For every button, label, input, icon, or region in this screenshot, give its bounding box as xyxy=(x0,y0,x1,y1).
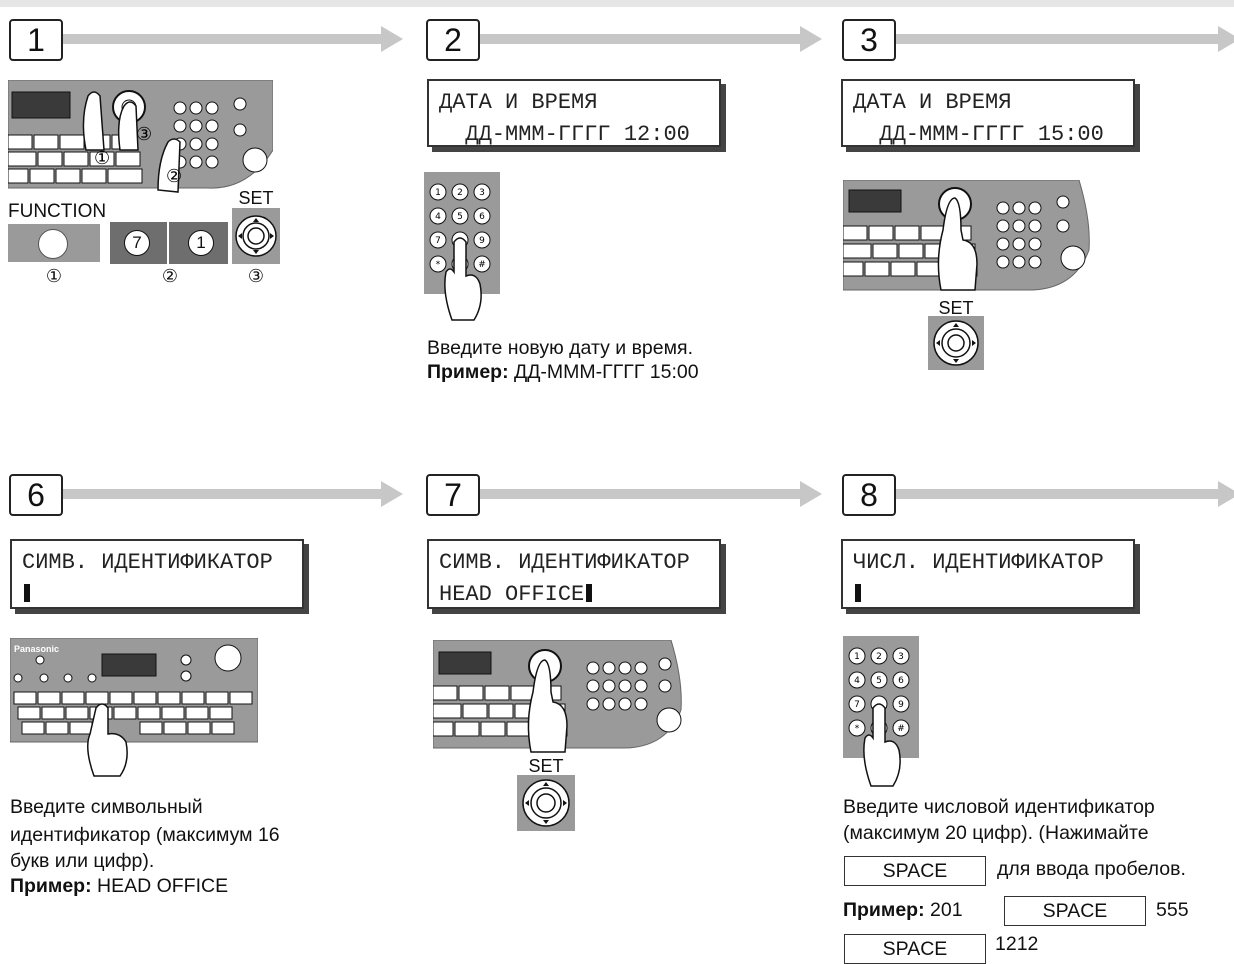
example-part3: 1212 xyxy=(995,933,1039,955)
svg-text:9: 9 xyxy=(898,700,904,710)
set-dial-icon xyxy=(232,208,280,264)
keypad-hand-illustration-step8: 1 2 3 4 5 6 7 9 * # xyxy=(843,636,919,787)
step-arrow-6 xyxy=(63,481,403,507)
svg-text:6: 6 xyxy=(898,676,904,686)
step2-example: Пример: ДД-МММ-ГГГГ 15:00 xyxy=(427,360,807,384)
lcd-cursor xyxy=(586,584,593,602)
key-7-icon: 7 xyxy=(124,230,150,256)
marker-2: ② xyxy=(161,266,179,287)
step-number-1: 1 xyxy=(9,19,63,61)
example-label: Пример: xyxy=(843,899,925,921)
step-number-8: 8 xyxy=(842,474,896,516)
lcd-display-step8: ЧИСЛ. ИДЕНТИФИКАТОР xyxy=(841,539,1135,609)
svg-text:#: # xyxy=(478,260,486,270)
panel-divider xyxy=(167,222,169,264)
set-label-step3: SET xyxy=(938,298,974,318)
marker-3: ③ xyxy=(247,266,265,287)
lcd-display-step3: ДАТА И ВРЕМЯ ДД-МММ-ГГГГ 15:00 xyxy=(841,79,1135,147)
svg-text:7: 7 xyxy=(435,236,441,246)
lcd-line1: СИМВ. ИДЕНТИФИКАТОР xyxy=(22,550,273,575)
svg-text:1: 1 xyxy=(854,652,860,662)
example-value: HEAD OFFICE xyxy=(91,875,229,897)
svg-text:5: 5 xyxy=(457,212,463,222)
lcd-display-step6: СИМВ. ИДЕНТИФИКАТОР xyxy=(10,539,304,609)
svg-text:2: 2 xyxy=(876,652,882,662)
lcd-line1: СИМВ. ИДЕНТИФИКАТОР xyxy=(439,550,690,575)
step8-example: Пример: 201 xyxy=(843,898,1003,922)
step-arrow-8 xyxy=(896,481,1234,507)
svg-text:Panasonic: Panasonic xyxy=(14,644,59,654)
set-label-step7: SET xyxy=(528,756,564,776)
svg-text:②: ② xyxy=(166,166,182,187)
lcd-display-step2: ДАТА И ВРЕМЯ ДД-МММ-ГГГГ 12:00 xyxy=(427,79,721,147)
space-key-icon: SPACE xyxy=(844,934,986,964)
step-arrow-7 xyxy=(480,481,822,507)
svg-text:*: * xyxy=(436,260,441,270)
svg-text:#: # xyxy=(897,724,905,734)
svg-text:7: 7 xyxy=(854,700,860,710)
keyboard-hand-illustration-step6: Panasonic xyxy=(10,638,258,777)
set-dial-icon xyxy=(517,775,575,831)
space-key-icon: SPACE xyxy=(1004,896,1146,926)
lcd-line2: Д-МММ-ГГГГ 12:00 xyxy=(478,122,690,147)
set-label-step1: SET xyxy=(238,188,274,208)
function-key-panel xyxy=(8,224,100,262)
function-label: FUNCTION xyxy=(8,201,107,222)
function-button-icon xyxy=(38,229,68,259)
lcd-line1: ДАТА И ВРЕМЯ xyxy=(439,90,598,115)
step6-description-line3: букв или цифр). xyxy=(10,850,155,872)
fax-panel-illustration-step1: ① ③ ② xyxy=(8,80,273,193)
fax-panel-illustration-step3 xyxy=(843,180,1090,291)
example-part2: 555 xyxy=(1156,899,1189,921)
lcd-cursor xyxy=(855,584,861,602)
step-arrow-3 xyxy=(896,26,1234,52)
step6-description-line2: идентификатор (максимум 16 xyxy=(10,824,280,846)
svg-text:2: 2 xyxy=(457,188,463,198)
step-number-6: 6 xyxy=(9,474,63,516)
example-value: ДД-МММ-ГГГГ 15:00 xyxy=(508,361,699,383)
lcd-display-step7: СИМВ. ИДЕНТИФИКАТОР HEAD OFFICE xyxy=(427,539,721,609)
step2-description: Введите новую дату и время. xyxy=(427,337,694,359)
svg-text:4: 4 xyxy=(435,212,441,222)
keypad-panel-7-1: 7 1 xyxy=(110,222,228,264)
step-number-7: 7 xyxy=(426,474,480,516)
svg-text:*: * xyxy=(855,724,860,734)
lcd-line2: HEAD OFFICE xyxy=(439,582,585,607)
step-arrow-1 xyxy=(63,26,403,52)
marker-1: ① xyxy=(45,266,63,287)
svg-text:3: 3 xyxy=(479,188,485,198)
lcd-line2: ДД-МММ-ГГГГ 15:00 xyxy=(853,122,1104,147)
step6-description-line1: Введите символьный xyxy=(10,796,203,818)
svg-text:9: 9 xyxy=(479,236,485,246)
lcd-cursor xyxy=(24,584,30,602)
step8-description-line1: Введите числовой идентификатор xyxy=(843,796,1155,818)
step-number-2: 2 xyxy=(426,19,480,61)
svg-text:4: 4 xyxy=(854,676,860,686)
step8-description-line3: для ввода пробелов. xyxy=(997,858,1186,880)
key-1-icon: 1 xyxy=(188,230,214,256)
keypad-hand-illustration-step2: 1 2 3 4 5 6 7 9 * # xyxy=(424,172,500,321)
svg-text:3: 3 xyxy=(898,652,904,662)
fax-panel-illustration-step7 xyxy=(433,640,682,753)
lcd-cursor-char: Д xyxy=(465,122,479,147)
step-number-3: 3 xyxy=(842,19,896,61)
set-dial-icon xyxy=(928,316,984,370)
example-part1: 201 xyxy=(924,899,963,921)
step6-example: Пример: HEAD OFFICE xyxy=(10,874,390,898)
example-label: Пример: xyxy=(427,361,509,383)
svg-text:①: ① xyxy=(94,148,110,169)
space-key-icon: SPACE xyxy=(844,856,986,886)
svg-text:5: 5 xyxy=(876,676,882,686)
step8-description-line2: (максимум 20 цифр). (Нажимайте xyxy=(843,822,1149,844)
step-arrow-2 xyxy=(480,26,822,52)
top-strip xyxy=(0,0,1234,7)
svg-text:③: ③ xyxy=(136,124,152,145)
example-label: Пример: xyxy=(10,875,92,897)
lcd-line1: ДАТА И ВРЕМЯ xyxy=(853,90,1012,115)
svg-text:6: 6 xyxy=(479,212,485,222)
lcd-line1: ЧИСЛ. ИДЕНТИФИКАТОР xyxy=(853,550,1104,575)
svg-text:1: 1 xyxy=(435,188,441,198)
